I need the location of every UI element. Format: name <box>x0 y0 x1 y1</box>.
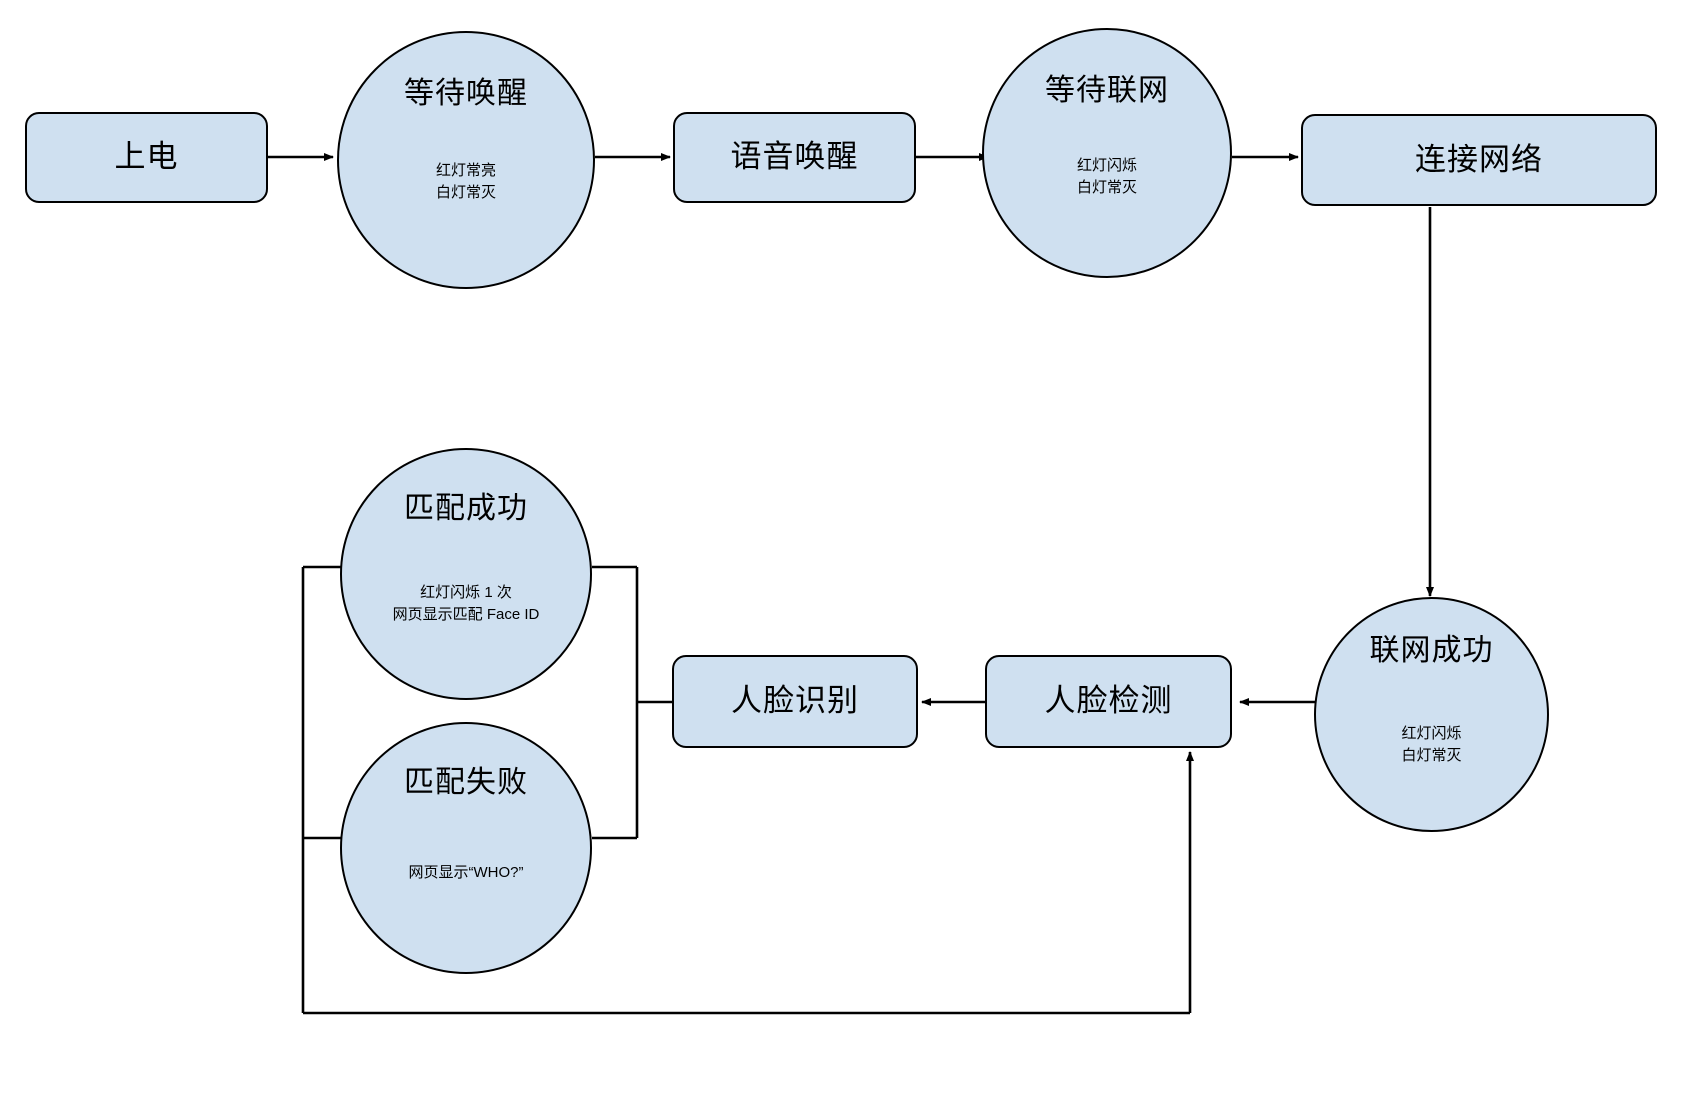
node-match-fail-label: 匹配失败 <box>404 766 528 799</box>
node-power-on-label: 上电 <box>114 139 179 175</box>
node-voice-wake-label: 语音唤醒 <box>730 139 859 175</box>
node-network-success[interactable]: 联网成功 红灯闪烁 白灯常灭 <box>1314 597 1549 832</box>
node-wait-wake-label: 等待唤醒 <box>404 77 528 110</box>
node-wait-network-label: 等待联网 <box>1045 74 1169 107</box>
node-connect-network-label: 连接网络 <box>1415 141 1543 177</box>
node-wait-wake[interactable]: 等待唤醒 红灯常亮 白灯常灭 <box>337 31 595 289</box>
node-network-success-label: 联网成功 <box>1369 634 1494 667</box>
node-network-success-sub: 红灯闪烁 白灯常灭 <box>1401 725 1462 764</box>
node-match-success-sub: 红灯闪烁 1 次 网页显示匹配 Face ID <box>392 584 540 623</box>
node-wait-network-sub: 红灯闪烁 白灯常灭 <box>1076 157 1137 196</box>
node-connect-network[interactable]: 连接网络 <box>1301 114 1657 206</box>
node-wait-network[interactable]: 等待联网 红灯闪烁 白灯常灭 <box>982 28 1232 278</box>
node-power-on[interactable]: 上电 <box>25 112 268 203</box>
edge-face-recognize-bracket <box>635 567 672 838</box>
node-match-success-label: 匹配成功 <box>404 492 528 525</box>
node-face-recognize-label: 人脸识别 <box>731 683 859 719</box>
node-match-fail-sub: 网页显示“WHO?” <box>408 864 524 881</box>
node-face-detect-label: 人脸检测 <box>1044 683 1173 719</box>
node-wait-wake-sub: 红灯常亮 白灯常灭 <box>435 162 496 201</box>
node-voice-wake[interactable]: 语音唤醒 <box>673 112 916 203</box>
node-match-success[interactable]: 匹配成功 红灯闪烁 1 次 网页显示匹配 Face ID <box>340 448 592 700</box>
node-face-detect[interactable]: 人脸检测 <box>985 655 1232 748</box>
node-face-recognize[interactable]: 人脸识别 <box>672 655 918 748</box>
node-match-fail[interactable]: 匹配失败 网页显示“WHO?” <box>340 722 592 974</box>
